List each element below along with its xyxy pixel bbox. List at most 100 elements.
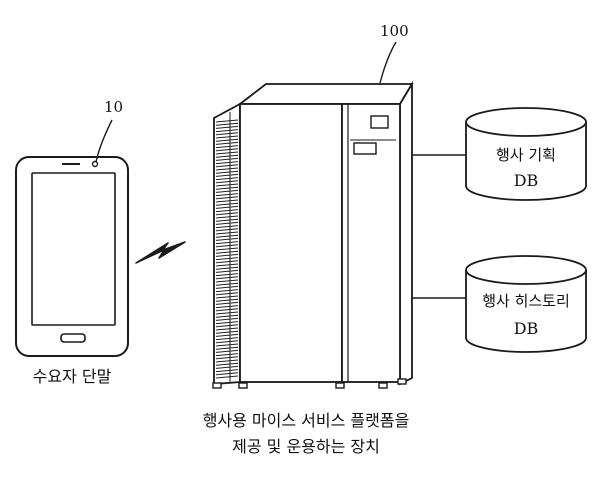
vent-slot: [215, 292, 239, 296]
vent-slot: [215, 337, 239, 341]
vent-slot: [215, 202, 239, 206]
vent-slot: [215, 244, 239, 248]
vent-slot: [215, 161, 239, 165]
vent-slot: [215, 317, 239, 321]
vent-slot: [215, 122, 239, 126]
vent-slot: [215, 135, 239, 139]
vent-slot: [215, 276, 239, 280]
vent-slot: [215, 250, 239, 254]
server-feet: [212, 378, 407, 389]
server-control-panel: [341, 103, 401, 383]
vent-slot: [215, 279, 239, 283]
server-display: [353, 142, 377, 155]
vent-slot: [215, 154, 239, 158]
vent-slot: [215, 269, 239, 273]
vent-slot: [215, 327, 239, 331]
vent-slot: [215, 289, 239, 293]
vent-slot: [215, 132, 239, 136]
vent-slot: [215, 301, 239, 305]
server-vent-grille: [215, 119, 239, 379]
db2-type: DB: [514, 319, 539, 338]
vent-slot: [215, 205, 239, 209]
vent-slot: [215, 349, 239, 353]
vent-slot: [215, 362, 239, 366]
phone-details: [60, 160, 99, 343]
vent-slot: [215, 273, 239, 277]
vent-slot: [215, 212, 239, 216]
db1-name: 행사 기획: [496, 146, 556, 164]
vent-slot: [215, 196, 239, 200]
vent-slot: [215, 353, 239, 357]
terminal-leader-line: [95, 119, 113, 163]
vent-slot: [215, 180, 239, 184]
vent-slot: [215, 346, 239, 350]
vent-slot: [215, 138, 239, 142]
vent-slot: [215, 356, 239, 360]
vent-slot: [215, 167, 239, 171]
vent-slot: [215, 369, 239, 373]
server-indicator: [370, 115, 389, 129]
vent-slot: [215, 145, 239, 149]
vent-slot: [215, 183, 239, 187]
server-leader-line: [379, 41, 397, 84]
vent-slot: [215, 237, 239, 241]
vent-slot: [215, 228, 239, 232]
server-front-panel: [239, 103, 343, 383]
vent-slot: [215, 241, 239, 245]
vent-slot: [215, 263, 239, 267]
server-caption-line2: 제공 및 운용하는 장치: [232, 437, 380, 456]
vent-slot: [215, 295, 239, 299]
vent-slot: [215, 173, 239, 177]
vent-slot: [215, 372, 239, 376]
vent-slot: [215, 359, 239, 363]
wireless-link-icon: [135, 241, 186, 264]
vent-slot: [215, 193, 239, 197]
vent-slot: [215, 314, 239, 318]
vent-slot: [215, 266, 239, 270]
vent-slot: [215, 177, 239, 181]
vent-slot: [215, 311, 239, 315]
vent-slot: [215, 221, 239, 225]
vent-slot: [215, 305, 239, 309]
vent-slot: [215, 308, 239, 312]
server-caption-line1: 행사용 마이스 서비스 플랫폼을: [203, 411, 410, 430]
vent-slot: [215, 340, 239, 344]
vent-slot: [215, 157, 239, 161]
vent-slot: [215, 257, 239, 261]
vent-slot: [215, 170, 239, 174]
vent-slot: [215, 247, 239, 251]
vent-slot: [215, 119, 239, 123]
vent-slot: [215, 231, 239, 235]
vent-slot: [215, 164, 239, 168]
vent-slot: [215, 189, 239, 193]
server-cabinet: [212, 80, 414, 389]
server-side: [399, 80, 413, 386]
db2-name: 행사 히스토리: [482, 292, 570, 310]
vent-slot: [215, 151, 239, 155]
server-top: [237, 83, 414, 105]
terminal-ref-number: 10: [104, 98, 123, 116]
vent-slot: [215, 285, 239, 289]
database-cylinder-event-history: [465, 255, 587, 353]
vent-slot: [215, 282, 239, 286]
vent-slot: [215, 186, 239, 190]
vent-slot: [215, 148, 239, 152]
vent-slot: [215, 260, 239, 264]
vent-slot: [215, 333, 239, 337]
vent-slot: [215, 324, 239, 328]
server-ref-number: 100: [380, 22, 409, 40]
vent-slot: [215, 215, 239, 219]
vent-slot: [215, 298, 239, 302]
vent-slot: [215, 209, 239, 213]
terminal-label: 수요자 단말: [33, 367, 112, 386]
vent-slot: [215, 321, 239, 325]
vent-slot: [215, 365, 239, 369]
vent-slot: [215, 199, 239, 203]
vent-slot: [215, 218, 239, 222]
vent-slot: [215, 125, 239, 129]
vent-slot: [215, 253, 239, 257]
database-cylinder-event-planning: [465, 107, 587, 201]
vent-slot: [215, 343, 239, 347]
vent-slot: [215, 330, 239, 334]
